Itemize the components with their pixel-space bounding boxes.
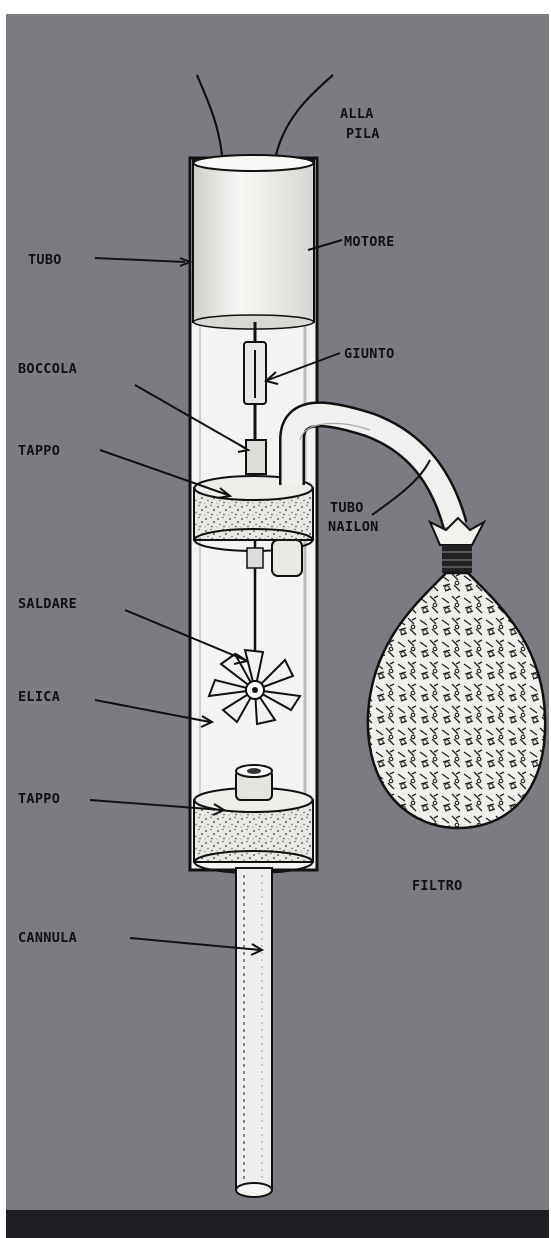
label-tappo-top: TAPPO bbox=[18, 443, 60, 459]
label-filtro: FILTRO bbox=[412, 878, 463, 894]
motor bbox=[193, 160, 314, 322]
boccola-bushing bbox=[246, 440, 266, 474]
label-tappo-bottom: TAPPO bbox=[18, 791, 60, 807]
bottom-band bbox=[6, 1210, 549, 1238]
label-pila: PILA bbox=[346, 126, 380, 142]
label-giunto: GIUNTO bbox=[344, 346, 395, 362]
label-alla: ALLA bbox=[340, 106, 374, 122]
label-tubo: TUBO bbox=[28, 252, 62, 268]
label-motore: MOTORE bbox=[344, 234, 395, 250]
label-tubo-nailon-1: TUBO bbox=[330, 500, 364, 516]
label-cannula: CANNULA bbox=[18, 930, 77, 946]
label-boccola: BOCCOLA bbox=[18, 361, 77, 377]
label-saldare: SALDARE bbox=[18, 596, 77, 612]
motor-top bbox=[194, 155, 314, 171]
label-elica: ELICA bbox=[18, 689, 60, 705]
label-tubo-nailon-2: NAILON bbox=[328, 519, 379, 535]
filter-tie bbox=[442, 545, 472, 573]
cannula-tube bbox=[236, 868, 272, 1190]
